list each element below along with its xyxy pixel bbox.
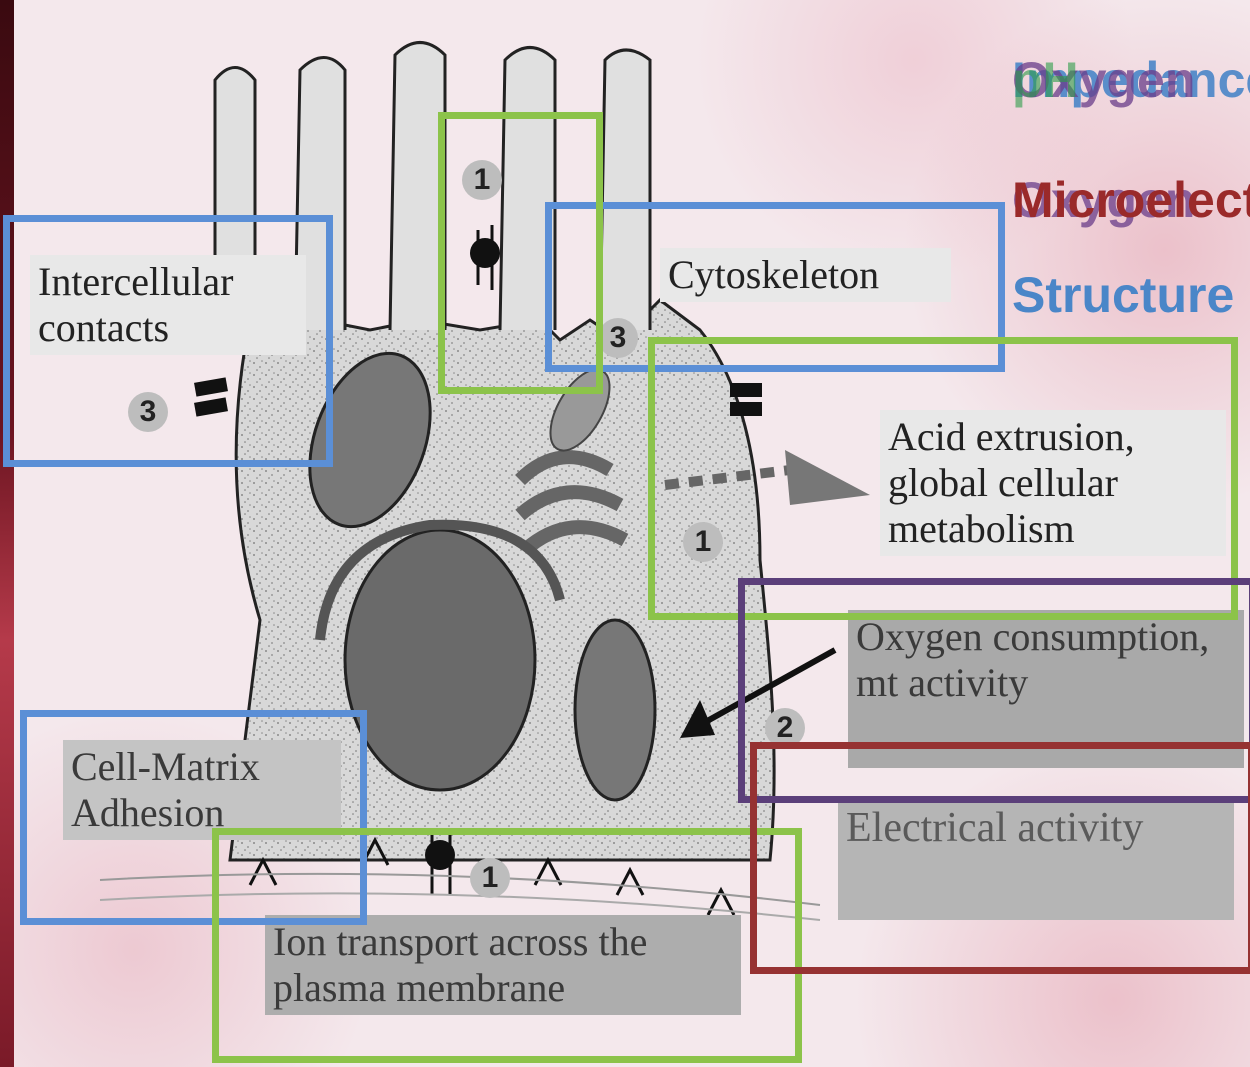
mitochondrion [575,620,655,800]
microvillus [390,43,445,331]
highlight-box-electrical [750,742,1250,974]
overlay-subtitle-microelectrode: Microelectrode [1012,175,1250,225]
overlay-structure: Structure [1012,270,1234,320]
highlight-box-intercellular [3,215,333,467]
highlight-box-ion-transport [212,828,802,1063]
nucleus [345,530,535,790]
overlay-title-ph: pH [1012,55,1079,105]
highlight-box-top-transport [438,112,603,394]
